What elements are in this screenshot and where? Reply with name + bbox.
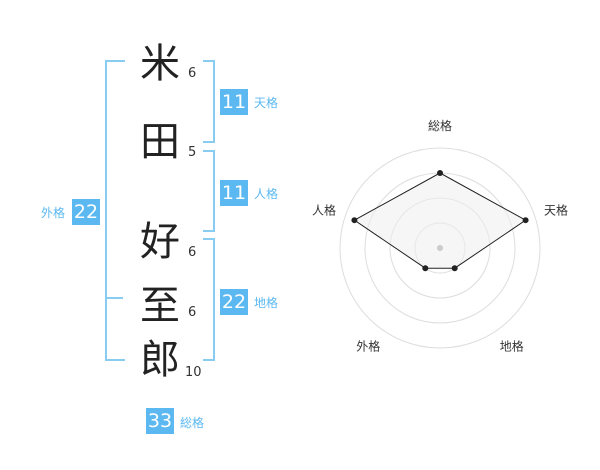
tenkaku-bracket <box>203 60 215 143</box>
name-char-4: 至 <box>140 283 180 329</box>
chikaku-bracket <box>203 238 215 361</box>
radar-point-2 <box>522 217 529 224</box>
radar-axis-label-5: 人格 <box>312 202 336 217</box>
radar-axis-label-3: 地格 <box>500 339 524 354</box>
radar-axis-label-2: 天格 <box>544 202 568 217</box>
radar-point-5 <box>351 217 358 224</box>
jinkaku-value: 11 <box>220 180 248 206</box>
radar-axis-label-1: 総格 <box>428 118 452 133</box>
chikaku-value: 22 <box>220 289 248 315</box>
radar-point-4 <box>422 265 429 272</box>
jinkaku-label: 人格 <box>254 187 279 201</box>
radar-polygon <box>353 172 527 269</box>
tenkaku-label: 天格 <box>254 96 279 110</box>
name-char-2: 田 <box>140 119 180 165</box>
soukaku-label: 総格 <box>180 416 205 430</box>
soukaku-value: 33 <box>146 408 174 434</box>
radar-ring-4 <box>339 147 541 349</box>
stroke-count-2: 5 <box>188 145 197 160</box>
stroke-count-4: 6 <box>188 305 197 320</box>
name-char-5: 郎 <box>140 337 180 383</box>
jinkaku-bracket <box>203 150 215 232</box>
gaikaku-value: 22 <box>72 199 100 225</box>
stroke-count-3: 6 <box>188 245 197 260</box>
radar-center-dot <box>437 245 443 251</box>
gaikaku-bracket <box>105 60 125 361</box>
name-char-1: 米 <box>140 41 180 87</box>
stroke-count-1: 6 <box>188 66 197 81</box>
radar-point-1 <box>437 170 443 176</box>
gaikaku-bracket-tick <box>105 297 123 299</box>
tenkaku-value: 11 <box>220 89 248 115</box>
name-char-3: 好 <box>140 219 180 265</box>
radar-points <box>351 170 529 272</box>
gaikaku-label: 外格 <box>41 206 66 220</box>
stroke-count-5: 10 <box>185 365 202 380</box>
chikaku-label: 地格 <box>254 296 279 310</box>
radar-point-3 <box>451 265 458 272</box>
radar-axis-label-4: 外格 <box>356 339 380 354</box>
